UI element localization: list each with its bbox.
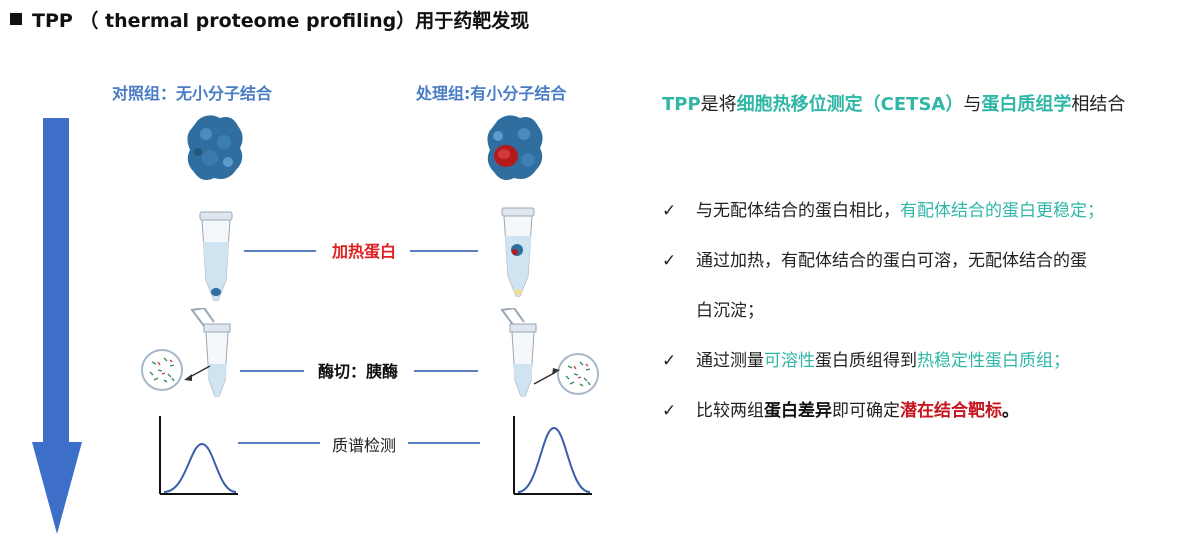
heat-connector-left — [244, 250, 316, 252]
digest-connector-right — [414, 370, 478, 372]
check-icon: ✓ — [662, 251, 677, 271]
control-ms-spectrum — [159, 416, 238, 495]
bullet-3: ✓通过测量可溶性蛋白质组得到热稳定性蛋白质组； — [662, 351, 1070, 371]
check-icon: ✓ — [662, 401, 677, 421]
control-digest-pointer — [184, 365, 211, 381]
treatment-ms-spectrum — [513, 416, 592, 495]
treatment-protein-image — [487, 115, 543, 180]
heat-connector-right — [410, 250, 478, 252]
control-heated-tube — [199, 211, 233, 301]
control-group-label: 对照组：无小分子结合 — [112, 84, 273, 103]
bullet-4: ✓比较两组蛋白差异即可确定潜在结合靶标。 — [662, 401, 1019, 421]
tpp-term: TPP — [662, 94, 701, 115]
check-icon: ✓ — [662, 201, 677, 221]
bullet-2-continuation: 白沉淀； — [696, 301, 764, 321]
bullet-2: ✓通过加热，有配体结合的蛋白可溶，无配体结合的蛋 — [662, 251, 1087, 271]
square-bullet-icon — [10, 13, 22, 25]
tpp-definition: TPP是将细胞热移位测定（CETSA）与蛋白质组学相结合 — [662, 94, 1126, 115]
bullet-1: ✓与无配体结合的蛋白相比，有配体结合的蛋白更稳定； — [662, 201, 1104, 221]
check-icon: ✓ — [662, 351, 677, 371]
treatment-digest-pointer — [533, 368, 560, 385]
proteomics-term: 蛋白质组学 — [981, 94, 1072, 115]
digest-step-label: 酶切：胰酶 — [317, 362, 398, 381]
heat-step-label: 加热蛋白 — [331, 242, 396, 261]
cetsa-term: 细胞热移位测定（CETSA） — [736, 94, 964, 115]
control-protein-image — [187, 115, 243, 180]
treatment-heated-tube — [501, 207, 535, 297]
process-arrow — [32, 118, 82, 534]
ms-connector-right — [408, 442, 480, 444]
treatment-peptide-circle — [557, 353, 599, 395]
treatment-group-label: 处理组:有小分子结合 — [416, 84, 567, 103]
treatment-digest-tube — [500, 308, 537, 397]
control-digest-tube — [190, 308, 231, 397]
control-peptide-circle — [141, 349, 183, 391]
ms-connector-left — [238, 442, 320, 444]
ms-step-label: 质谱检测 — [331, 436, 396, 455]
page-title: TPP （ thermal proteome profiling）用于药靶发现 — [10, 6, 529, 33]
digest-connector-left — [240, 370, 304, 372]
